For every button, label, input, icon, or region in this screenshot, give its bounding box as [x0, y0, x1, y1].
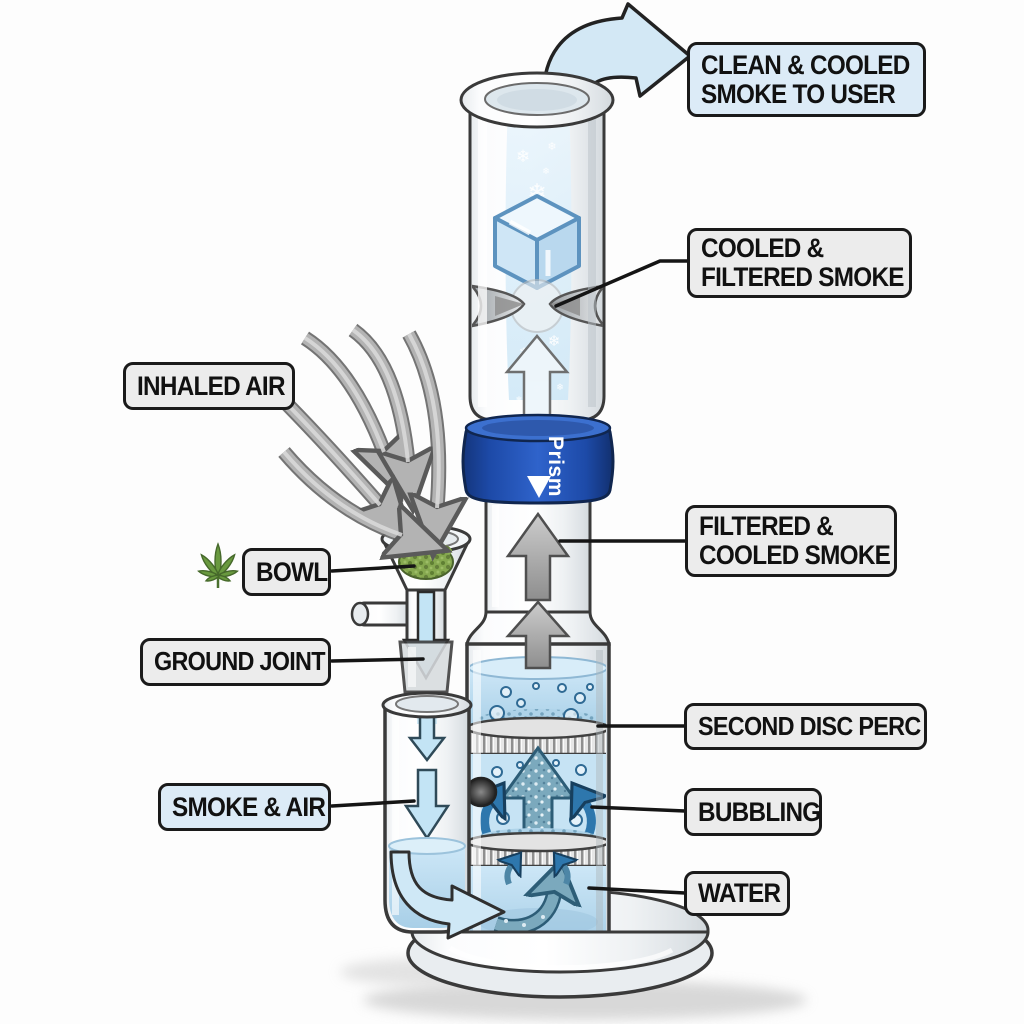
leader-bowl: [330, 564, 416, 573]
svg-text:❄: ❄: [542, 166, 550, 176]
svg-text:❄: ❄: [516, 395, 523, 404]
label-water: WATER: [684, 871, 790, 916]
leader-bubbling: [590, 805, 687, 813]
svg-text:❄: ❄: [556, 382, 564, 392]
bowl-assembly: [350, 524, 472, 694]
label-second-disc-perc: SECOND DISC PERC: [684, 703, 927, 750]
leader-cooled-filtered: [554, 259, 689, 308]
leader-smoke-air: [330, 799, 416, 808]
svg-text:❄: ❄: [547, 141, 556, 153]
tiny-arrow-right: [564, 866, 568, 886]
ground-joint-glass: [398, 640, 454, 694]
neck-tube: ❄ ❄ ❄ ❄ ❄ ❄ ❄ ❄ ❄ ❄ ❄: [468, 98, 606, 422]
label-bubbling: BUBBLING: [684, 788, 822, 836]
brand-band: Prism: [461, 413, 615, 505]
leader-lines: [330, 259, 689, 895]
prism-triangle-icon: [527, 476, 551, 498]
svg-text:❄: ❄: [548, 333, 561, 350]
filtered-smoke-arrow: [505, 511, 571, 602]
cooled-smoke-up-arrow: [504, 334, 570, 419]
inhaled-air-arrows: [278, 323, 439, 535]
mouthpiece: [459, 71, 615, 129]
label-ground-joint: GROUND JOINT: [140, 638, 331, 686]
leader-water: [587, 886, 687, 895]
label-cooled-filtered-smoke: COOLED & FILTERED SMOKE: [687, 228, 912, 298]
tiny-arrow-left: [507, 866, 511, 886]
leader-ground-joint: [330, 657, 425, 663]
label-smoke-air: SMOKE & AIR: [158, 783, 331, 831]
main-chamber: [465, 600, 611, 947]
svg-text:❄: ❄: [516, 147, 530, 166]
cannabis-leaf-icon: [197, 542, 239, 588]
label-clean-cooled-smoke: CLEAN & COOLED SMOKE TO USER: [687, 42, 926, 117]
label-filtered-cooled-smoke: FILTERED & COOLED SMOKE: [685, 505, 897, 577]
smoke-down-arrow-2: [403, 768, 451, 841]
swirl-arrow: [494, 894, 554, 933]
label-bowl: BOWL: [242, 548, 331, 596]
ice-cube-icon: [493, 194, 581, 290]
filtered-smoke-arrow-2: [505, 600, 571, 670]
label-inhaled-air: INHALED AIR: [123, 362, 295, 410]
brand-name: Prism: [544, 436, 567, 497]
base-front: [410, 930, 710, 974]
transfer-arrow: [389, 850, 506, 940]
